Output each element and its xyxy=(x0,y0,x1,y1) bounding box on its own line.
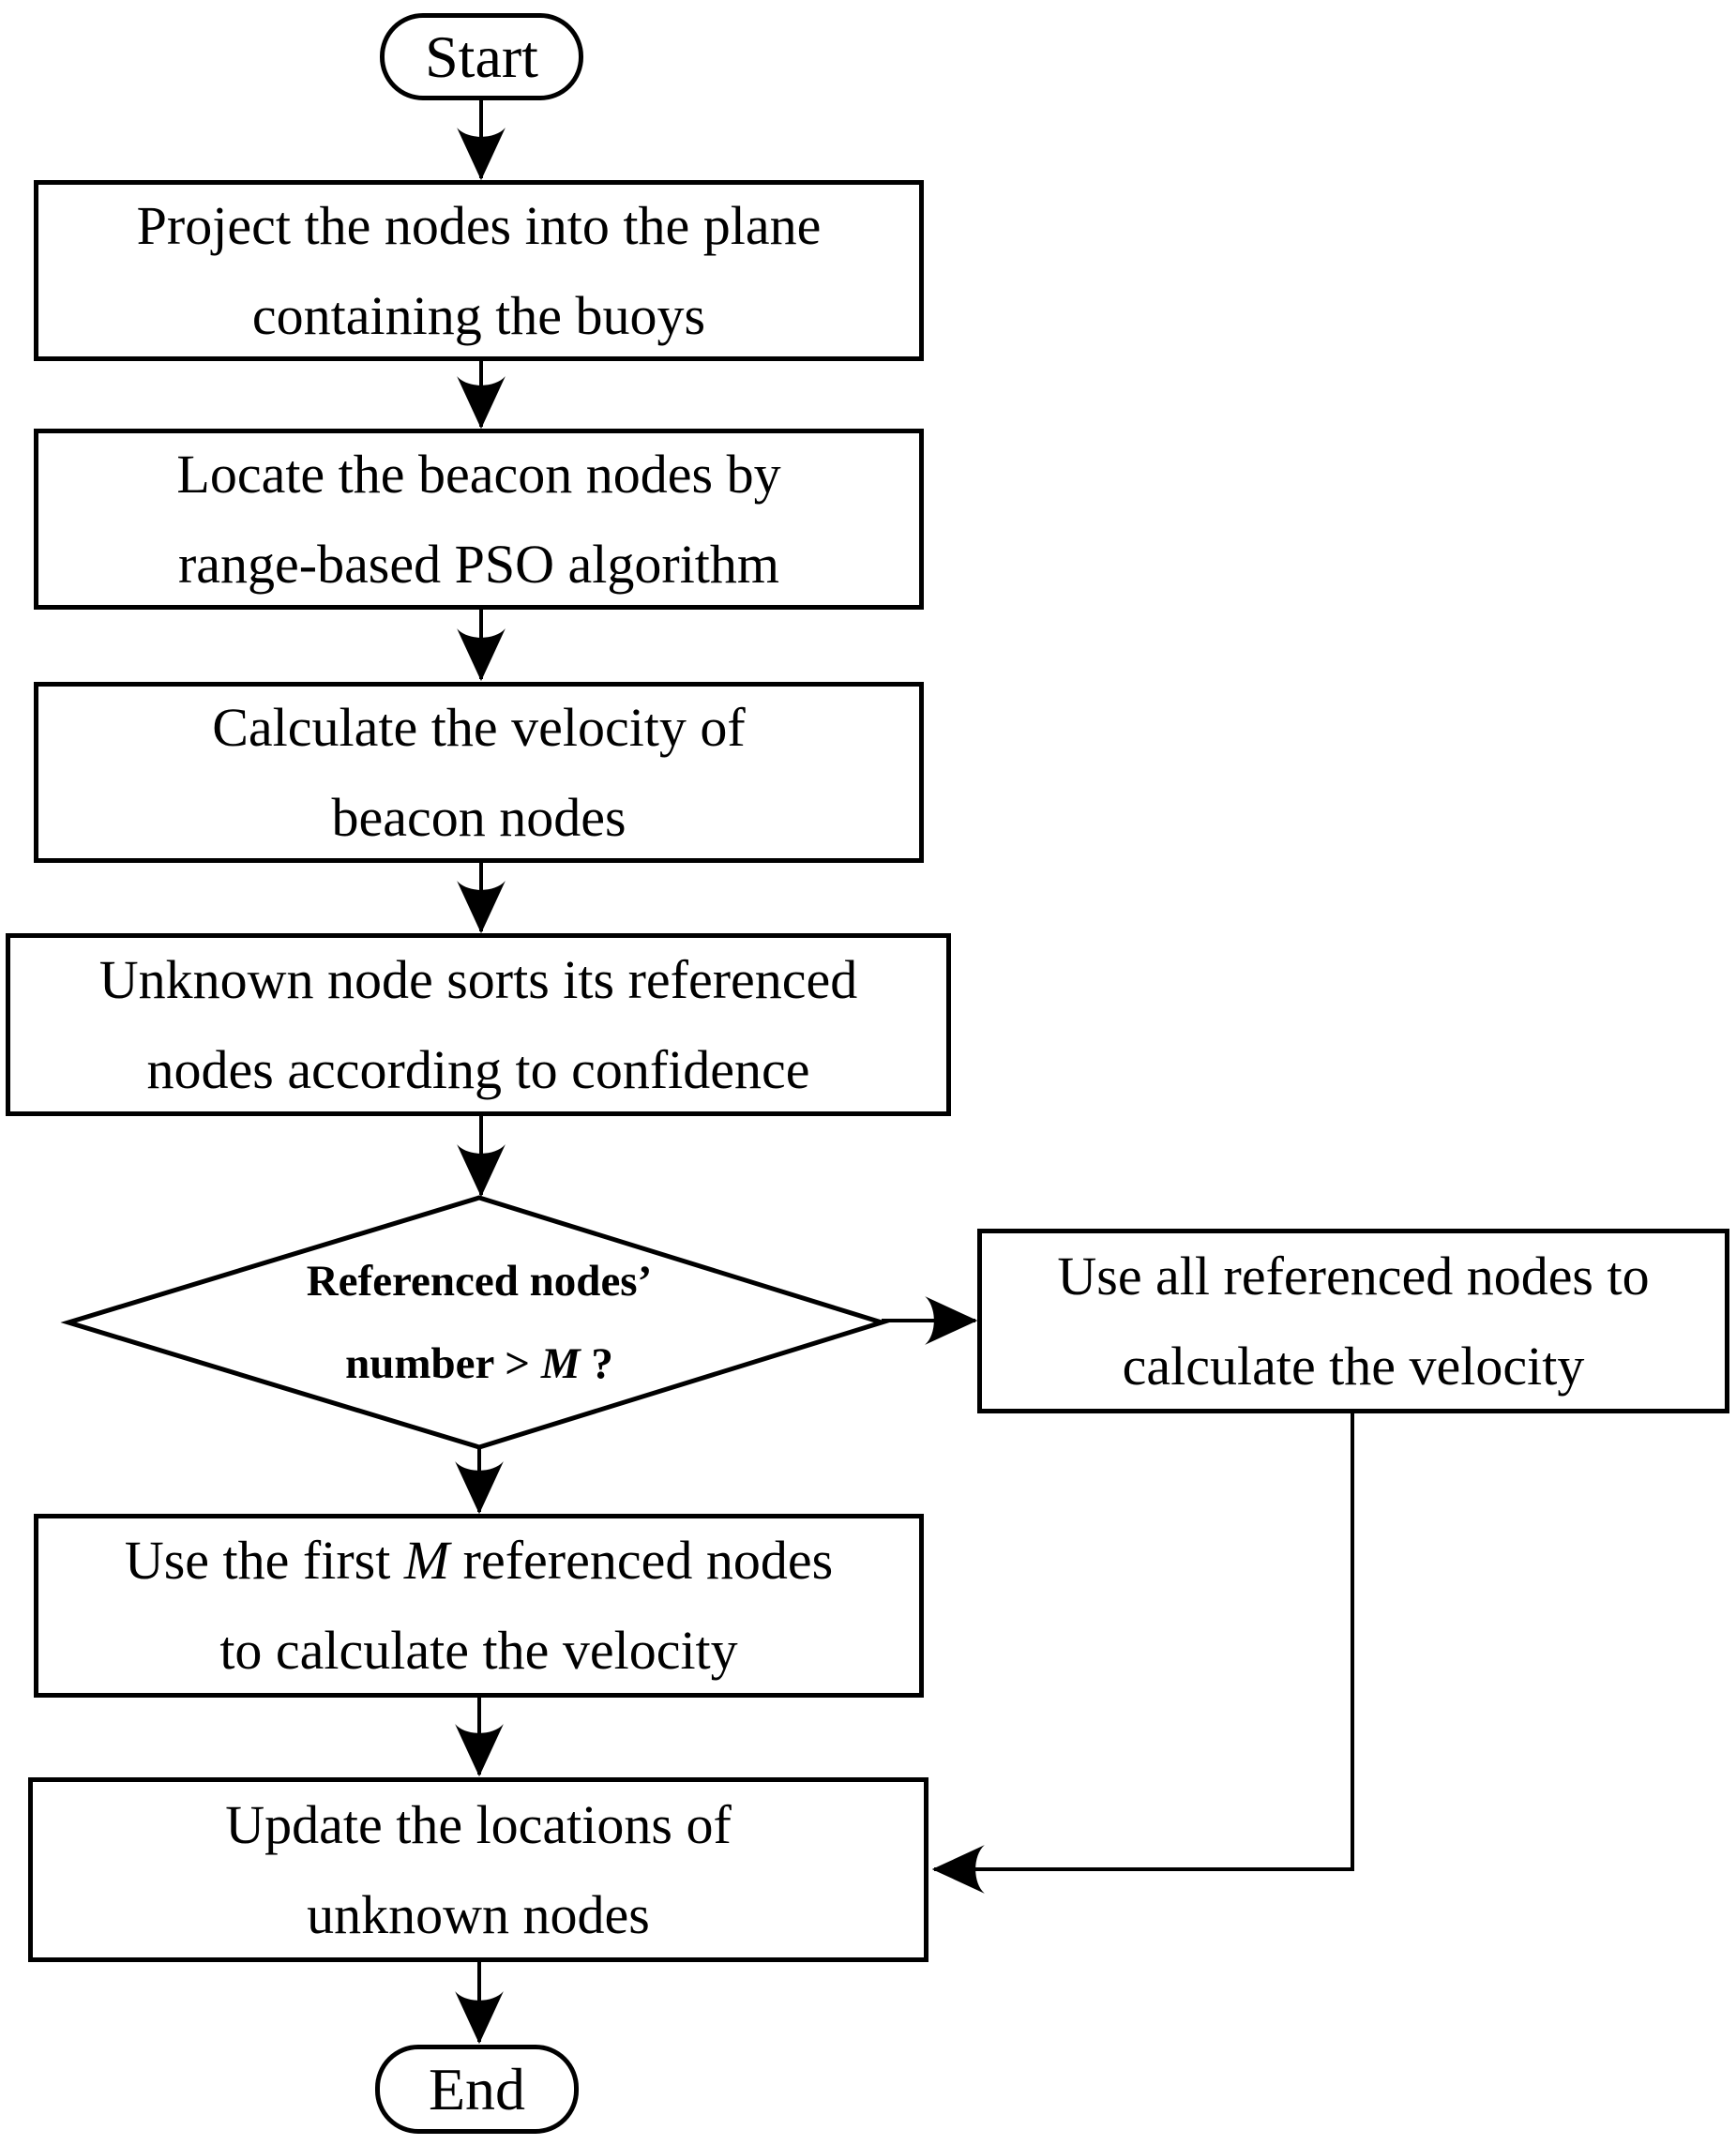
process-use-all-line2: calculate the velocity xyxy=(1122,1335,1585,1397)
start-node: Start xyxy=(380,13,583,100)
process-locate-line1: Locate the beacon nodes by xyxy=(176,443,781,505)
decision-line2-post: ? xyxy=(580,1339,613,1388)
decision-line2-pre: number > xyxy=(345,1339,541,1388)
use-first-m-pre: Use the first xyxy=(124,1530,404,1591)
decision-line2: number > M ? xyxy=(345,1322,613,1405)
process-calc-line1: Calculate the velocity of xyxy=(212,696,746,758)
end-label: End xyxy=(428,2055,526,2122)
start-label: Start xyxy=(425,23,538,90)
process-calc-velocity: Calculate the velocity of beacon nodes xyxy=(34,682,924,863)
end-node: End xyxy=(375,2045,579,2134)
process-sort-referenced: Unknown node sorts its referenced nodes … xyxy=(6,933,951,1116)
process-project-line1: Project the nodes into the plane xyxy=(136,194,822,256)
process-sort-line2: nodes according to confidence xyxy=(146,1038,810,1100)
use-first-m-post: referenced nodes xyxy=(449,1530,834,1591)
process-project-nodes: Project the nodes into the plane contain… xyxy=(34,180,924,361)
process-use-first-m-line1: Use the first M referenced nodes xyxy=(125,1516,833,1606)
process-locate-line2: range-based PSO algorithm xyxy=(177,533,780,595)
process-use-first-m: Use the first M referenced nodes to calc… xyxy=(34,1514,924,1698)
decision-line1: Referenced nodes’ xyxy=(306,1257,653,1306)
process-update-locations: Update the locations of unknown nodes xyxy=(28,1777,928,1962)
process-update-line2: unknown nodes xyxy=(307,1883,650,1945)
use-first-m-m: M xyxy=(403,1530,450,1591)
process-use-first-m-line2: to calculate the velocity xyxy=(219,1620,738,1681)
process-project-line2: containing the buoys xyxy=(251,284,706,346)
process-locate-beacons: Locate the beacon nodes by range-based P… xyxy=(34,429,924,610)
decision-line2-m: M xyxy=(540,1339,581,1388)
process-use-all-referenced: Use all referenced nodes to calculate th… xyxy=(977,1229,1729,1413)
arrow-use-all-to-update xyxy=(931,1413,1354,1894)
process-sort-line1: Unknown node sorts its referenced xyxy=(98,948,858,1010)
process-use-all-line1: Use all referenced nodes to xyxy=(1057,1245,1650,1307)
process-update-line1: Update the locations of xyxy=(225,1793,732,1855)
process-calc-line2: beacon nodes xyxy=(331,786,626,848)
decision-referenced-number: Referenced nodes’ number > M ? xyxy=(198,1235,761,1410)
